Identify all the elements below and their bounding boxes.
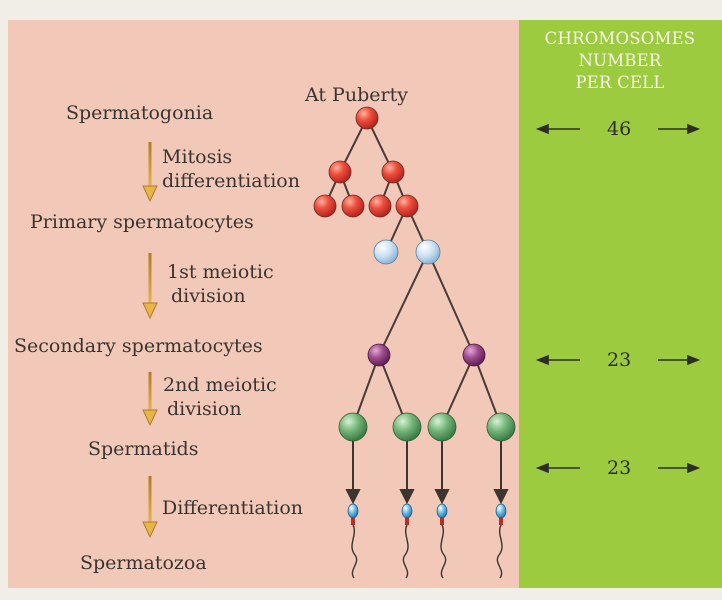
column-heading-line: CHROMOSOMES — [520, 28, 720, 50]
primary-spermatocyte-cell — [416, 240, 440, 264]
step-mitosis-differentiation: Mitosis differentiation — [162, 145, 300, 193]
primary-spermatocyte-cell — [374, 240, 398, 264]
chromosome-column-heading: CHROMOSOMES NUMBER PER CELL — [520, 28, 720, 94]
column-heading-line: PER CELL — [520, 72, 720, 94]
stage-secondary-spermatocytes: Secondary spermatocytes — [14, 337, 263, 356]
step-line: 2nd meiotic — [163, 373, 277, 397]
spermatid-cell — [428, 413, 456, 441]
chromosome-number-spermatids: 23 — [607, 459, 631, 478]
step-line: division — [167, 284, 274, 308]
spermatid-cell — [339, 413, 367, 441]
step-second-meiotic-division: 2nd meiotic division — [163, 373, 277, 421]
stage-spermatids: Spermatids — [88, 440, 198, 459]
stage-primary-spermatocytes: Primary spermatocytes — [30, 213, 254, 232]
at-puberty-label: At Puberty — [305, 86, 408, 105]
secondary-spermatocyte-cell — [463, 344, 485, 366]
spermatogonium-cell — [356, 107, 378, 129]
step-differentiation: Differentiation — [162, 496, 303, 520]
spermatogonium-cell — [382, 161, 404, 183]
step-line: division — [163, 397, 277, 421]
step-line: 1st meiotic — [167, 260, 274, 284]
step-first-meiotic-division: 1st meiotic division — [167, 260, 274, 308]
spermatogonium-cell — [342, 195, 364, 217]
chromosome-number-secondary: 23 — [607, 351, 631, 370]
stage-spermatozoa: Spermatozoa — [80, 554, 207, 573]
column-heading-line: NUMBER — [520, 50, 720, 72]
step-line: differentiation — [162, 169, 300, 193]
spermatogonium-cell — [369, 195, 391, 217]
spermatid-cell — [487, 413, 515, 441]
spermatogonium-cell — [396, 195, 418, 217]
secondary-spermatocyte-cell — [368, 344, 390, 366]
spermatogonium-cell — [314, 195, 336, 217]
stage-spermatogonia: Spermatogonia — [66, 104, 213, 123]
chromosome-number-spermatogonia: 46 — [607, 120, 631, 139]
spermatid-cell — [393, 413, 421, 441]
right-panel-chromosome-column — [519, 20, 722, 588]
step-line: Mitosis — [162, 145, 300, 169]
step-line: Differentiation — [162, 496, 303, 520]
spermatogonium-cell — [329, 161, 351, 183]
